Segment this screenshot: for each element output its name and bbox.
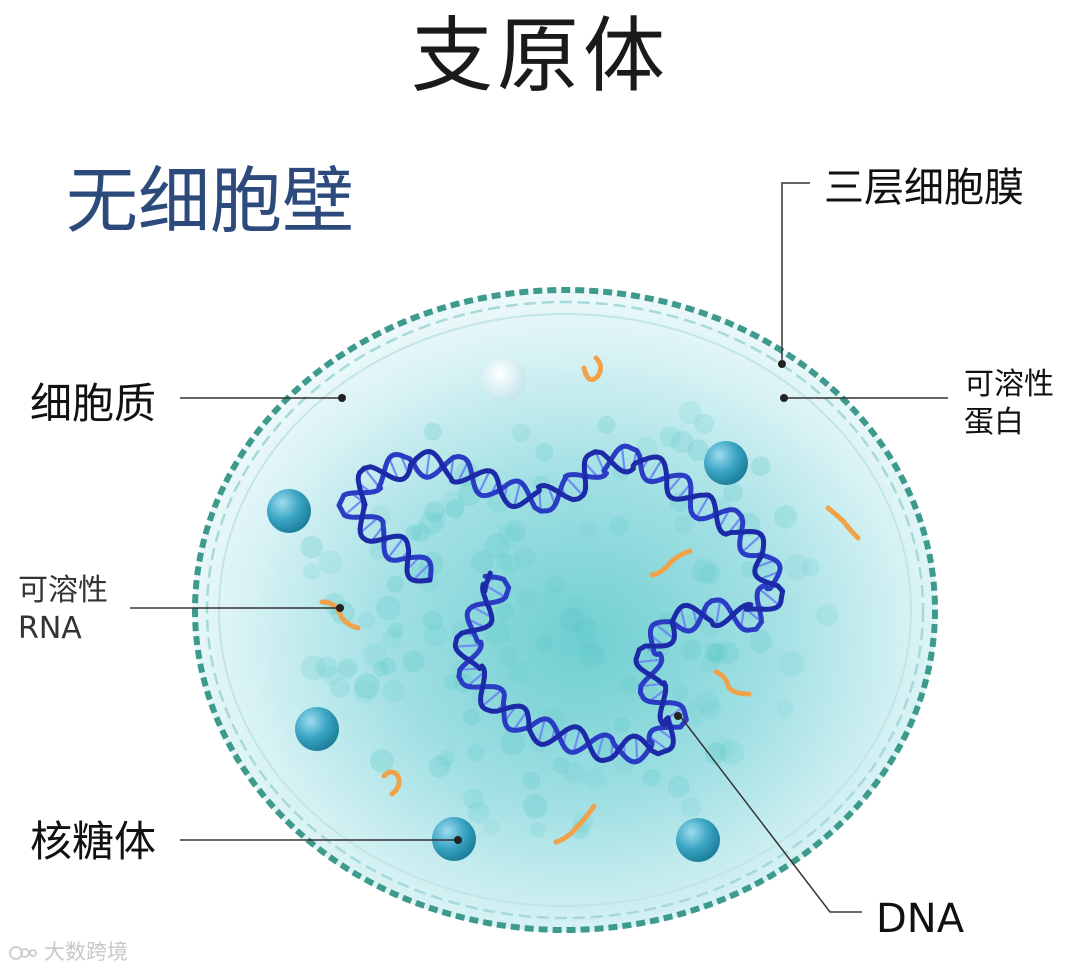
cytoplasm-particle [774,505,797,528]
watermark: 大数跨境 [8,940,128,964]
cytoplasm-particle [598,416,616,434]
label-membrane: 三层细胞膜 [824,165,1024,211]
cytoplasm-particle [387,576,404,593]
cytoplasm-particle [376,596,401,621]
ribosome-icon [295,707,339,751]
cytoplasm-particle [705,643,724,662]
ribosome-icon [432,817,476,861]
cytoplasm-particle [441,492,465,516]
cytoplasm-particle [318,550,342,574]
leader-dot [454,836,462,844]
cytoplasm-particle [671,431,694,454]
label-soluble-rna: 可溶性 RNA [18,572,108,647]
cytoplasm-particle [779,651,805,677]
cytoplasm-particle [614,717,630,733]
cytoplasm-particle [681,797,701,817]
cytoplasm-particle [370,749,394,773]
cytoplasm-particle [301,536,323,558]
ribosome-icon [267,489,311,533]
cytoplasm-particle [517,589,536,608]
leader-dot [338,394,346,402]
label-dna: DNA [876,896,964,942]
leader-dot [778,360,786,368]
label-cytoplasm: 细胞质 [30,380,156,428]
cytoplasm-particle [672,686,689,703]
cytoplasm-particle [424,423,442,441]
cytoplasm-particle [338,659,357,678]
cytoplasm-particle [358,612,375,629]
cytoplasm-particle [723,483,743,503]
cytoplasm-particle [802,558,820,576]
leader-dot [336,604,344,612]
cytoplasm-particle [523,772,540,789]
cytoplasm-particle [463,789,484,810]
cytoplasm-particle [373,661,389,677]
cytoplasm-particle [552,757,569,774]
cytoplasm-particle [749,630,772,653]
cytoplasm-particle [694,414,714,434]
cytoplasm-particle [484,533,509,558]
membrane-leader-line [782,183,810,360]
cytoplasm-particle [691,559,716,584]
cytoplasm-particle [463,709,480,726]
cytoplasm-particle [668,776,690,798]
cytoplasm-particle [484,819,500,835]
cytoplasm-particle [583,767,605,789]
cytoplasm-particle [566,597,585,616]
cytoplasm-particle [675,515,693,533]
cytoplasm-particle [468,744,485,761]
cytoplasm-particle [382,680,405,703]
cytoplasm-particle [530,822,546,838]
cytoplasm-particle [512,424,531,443]
cytoplasm-particle [320,665,340,685]
leader-dot [780,394,788,402]
leader-dot [674,712,682,720]
ribosome-icon [704,441,748,485]
cytoplasm-particle [495,603,514,622]
cytoplasm-particle [547,575,564,592]
cytoplasm-particle [429,756,451,778]
cytoplasm-particle [382,629,402,649]
cytoplasm-particle [500,731,525,756]
cytoplasm-particle [751,456,771,476]
cytoplasm-particle [403,651,424,672]
cytoplasm-particle [777,701,794,718]
watermark-text: 大数跨境 [44,940,128,964]
cytoplasm-particle [609,517,628,536]
cytoplasm-particle [535,635,552,652]
label-soluble-protein: 可溶性 蛋白 [964,366,1054,441]
cytoplasm-particle [816,604,838,626]
cytoplasm-particle [573,617,596,640]
cytoplasm-particle [303,563,320,580]
cytoplasm-particle [353,680,377,704]
cytoplasm-particle [696,690,720,714]
cytoplasm-particle [581,520,599,538]
watermark-logo-icon [8,943,38,963]
cytoplasm-particle [680,640,701,661]
cytoplasm-particle [643,769,661,787]
ribosome-icon [676,818,720,862]
cytoplasm-particle [508,660,531,683]
label-soluble-protein-line2: 蛋白 [964,404,1054,442]
dna-base-pair [636,736,637,761]
cytoplasm-particle [523,794,548,819]
label-ribosome: 核糖体 [30,818,156,866]
label-soluble-rna-line2: RNA [18,610,108,648]
label-soluble-protein-line1: 可溶性 [964,366,1054,404]
cytoplasm-particle [423,623,447,647]
label-soluble-rna-line1: 可溶性 [18,572,108,610]
soluble-protein-icon [482,358,526,402]
cytoplasm-particle [535,443,553,461]
cytoplasm-particle [620,675,639,694]
cytoplasm-particle [582,640,599,657]
